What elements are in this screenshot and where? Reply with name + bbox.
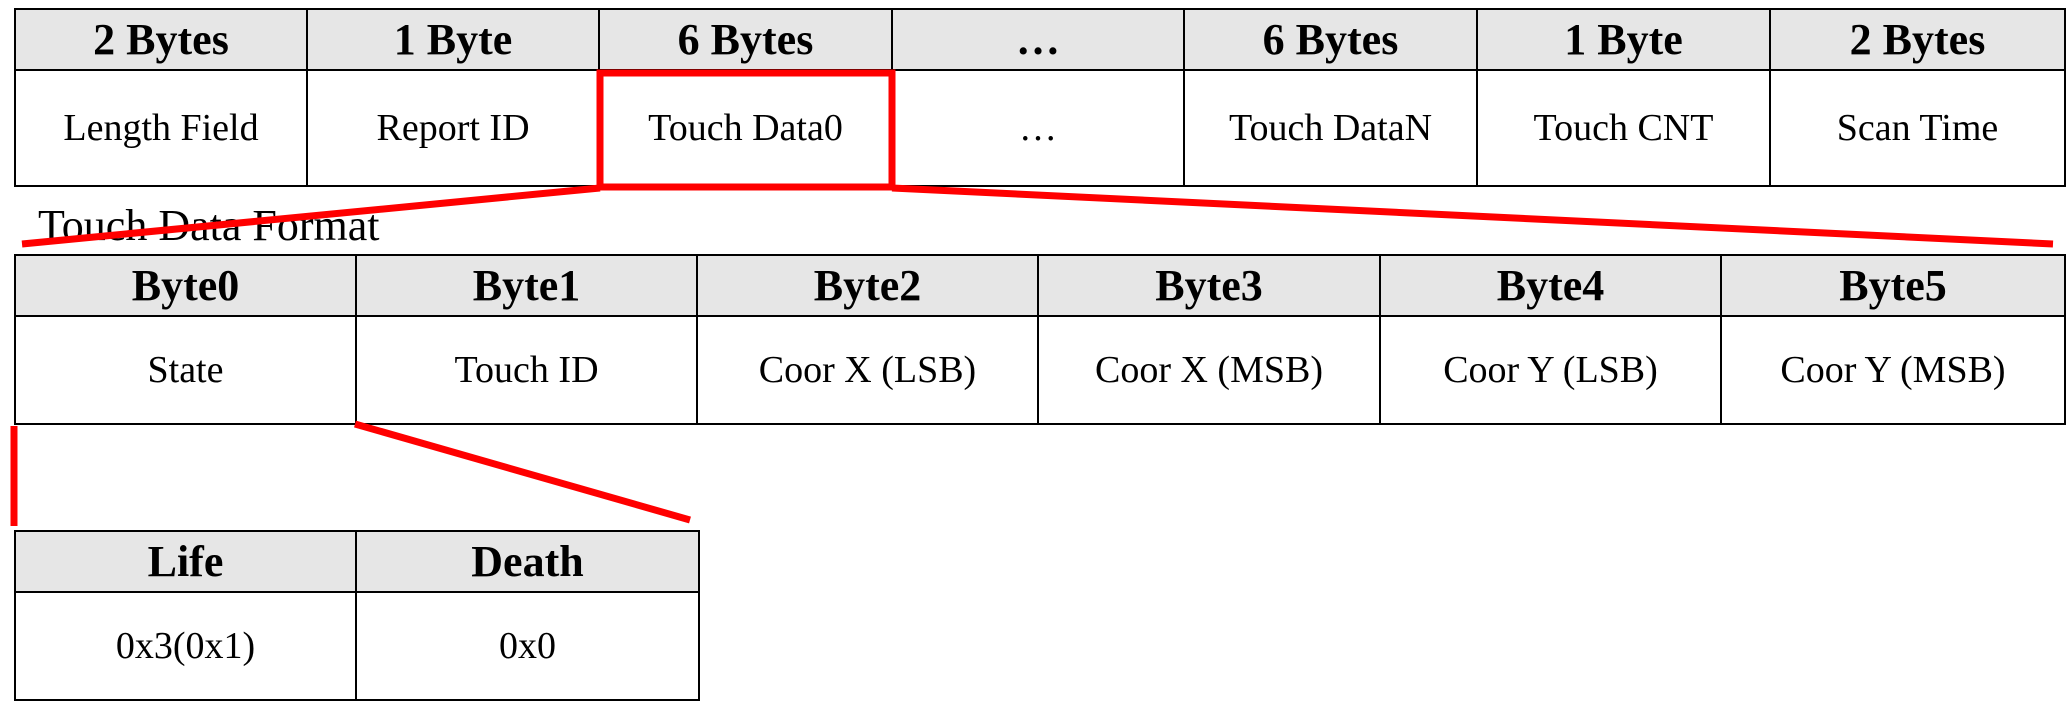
packet-field-cell: Report ID bbox=[306, 69, 600, 187]
touch-byte-header: Byte5 bbox=[1720, 254, 2066, 317]
touch-field-cell: State bbox=[14, 315, 357, 425]
touch-data-format-title: Touch Data Format bbox=[38, 201, 380, 250]
cropped-heading-area bbox=[0, 0, 2071, 8]
packet-field-cell: … bbox=[891, 69, 1185, 187]
touch-field-cell: Coor Y (MSB) bbox=[1720, 315, 2066, 425]
touch-data-format-table: Byte0 Byte1 Byte2 Byte3 Byte4 Byte5 Stat… bbox=[14, 254, 2066, 425]
state-format-table: Life Death 0x3(0x1) 0x0 bbox=[14, 530, 700, 701]
state-value-cell: 0x3(0x1) bbox=[14, 591, 357, 701]
touch-byte-header: Byte3 bbox=[1037, 254, 1381, 317]
touch-field-cell: Coor Y (LSB) bbox=[1379, 315, 1722, 425]
packet-field-cell: Touch Data0 bbox=[598, 69, 893, 187]
packet-size-header: 2 Bytes bbox=[14, 8, 308, 71]
packet-size-header: … bbox=[891, 8, 1185, 71]
packet-size-header: 1 Byte bbox=[306, 8, 600, 71]
packet-format-table: 2 Bytes 1 Byte 6 Bytes … 6 Bytes 1 Byte … bbox=[14, 8, 2066, 187]
state-header: Life bbox=[14, 530, 357, 593]
touch-byte-header: Byte1 bbox=[355, 254, 698, 317]
state-header: Death bbox=[355, 530, 700, 593]
touch-field-cell: Coor X (LSB) bbox=[696, 315, 1039, 425]
packet-field-cell: Touch DataN bbox=[1183, 69, 1478, 187]
packet-field-cell: Scan Time bbox=[1769, 69, 2066, 187]
packet-size-row: 2 Bytes 1 Byte 6 Bytes … 6 Bytes 1 Byte … bbox=[14, 8, 2066, 71]
packet-size-header: 2 Bytes bbox=[1769, 8, 2066, 71]
packet-size-header: 1 Byte bbox=[1476, 8, 1771, 71]
touch-byte-header: Byte2 bbox=[696, 254, 1039, 317]
zoom-line-right bbox=[891, 184, 2054, 248]
zoom-line-state-right bbox=[354, 420, 691, 524]
packet-size-header: 6 Bytes bbox=[598, 8, 893, 71]
packet-field-row: Length Field Report ID Touch Data0 … Tou… bbox=[14, 69, 2066, 187]
state-value-cell: 0x0 bbox=[355, 591, 700, 701]
touch-byte-row: Byte0 Byte1 Byte2 Byte3 Byte4 Byte5 bbox=[14, 254, 2066, 317]
state-value-row: 0x3(0x1) 0x0 bbox=[14, 591, 700, 701]
packet-field-cell: Length Field bbox=[14, 69, 308, 187]
packet-field-cell: Touch CNT bbox=[1476, 69, 1771, 187]
state-header-row: Life Death bbox=[14, 530, 700, 593]
packet-size-header: 6 Bytes bbox=[1183, 8, 1478, 71]
touch-field-cell: Coor X (MSB) bbox=[1037, 315, 1381, 425]
touch-field-cell: Touch ID bbox=[355, 315, 698, 425]
touch-field-row: State Touch ID Coor X (LSB) Coor X (MSB)… bbox=[14, 315, 2066, 425]
touch-byte-header: Byte0 bbox=[14, 254, 357, 317]
touch-byte-header: Byte4 bbox=[1379, 254, 1722, 317]
